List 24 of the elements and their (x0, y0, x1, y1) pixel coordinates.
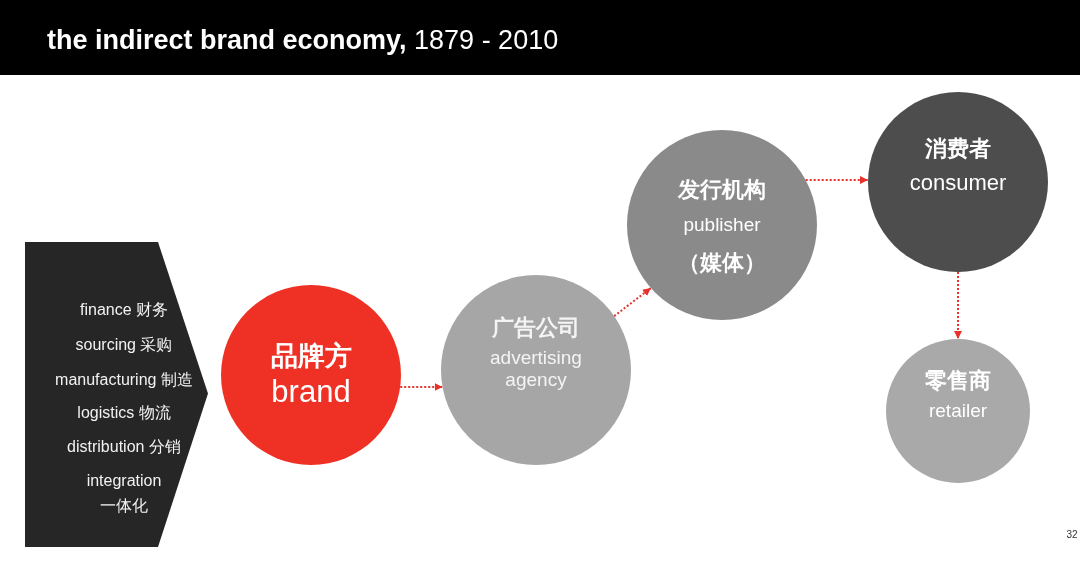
node-label: brand (271, 374, 351, 410)
list-item: manufacturing 制造 (55, 370, 193, 390)
node-label: publisher (683, 214, 761, 236)
node-label: 品牌方 (270, 341, 352, 373)
list-item: finance 财务 (80, 300, 168, 320)
list-item: sourcing 采购 (75, 335, 173, 355)
node-label: retailer (928, 400, 988, 422)
chevron-shape (25, 242, 208, 547)
list-item: distribution 分销 (67, 437, 181, 457)
node-label: consumer (909, 170, 1007, 196)
list-item: integration 一体化 (85, 471, 163, 516)
node-label: 广告公司 (492, 315, 580, 341)
node-label: advertising agency (489, 347, 583, 391)
arrow (399, 383, 444, 391)
list-item: logistics 物流 (77, 403, 171, 423)
arrow (804, 176, 869, 184)
arrow (954, 271, 962, 340)
node-label: 消费者 (925, 136, 991, 162)
node-label: （媒体） (678, 250, 766, 276)
node-label: 发行机构 (678, 177, 766, 203)
page-number: 32 (1066, 529, 1078, 541)
arrow (613, 287, 652, 318)
slide-title: the indirect brand economy, 1879 - 2010 (47, 25, 559, 57)
node-label: 零售商 (925, 368, 991, 394)
